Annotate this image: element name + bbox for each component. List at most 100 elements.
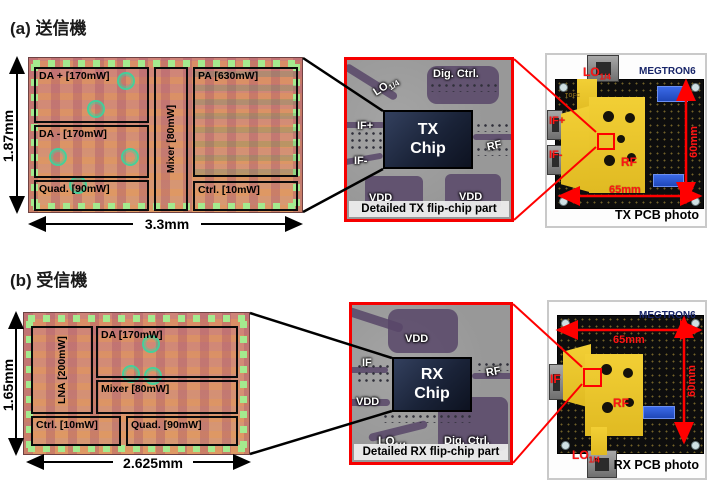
chip-location-box (583, 368, 602, 387)
screw-hole (561, 441, 570, 450)
block-label: Mixer [80mW] (165, 104, 177, 174)
block-label: Mixer [80mW] (101, 383, 170, 395)
if-minus-label: IF- (354, 155, 368, 167)
block-label: PA [630mW] (198, 70, 259, 82)
rf-label: RF (613, 396, 629, 410)
rx-die-photo: LNA [200mW] DA [170mW] Mixer [80mW] Ctrl… (23, 312, 250, 455)
lo-label: LO1/4 (583, 65, 611, 82)
block-mixer: Mixer [80mW] (154, 67, 188, 211)
vdd-left-label: VDD (356, 396, 380, 408)
die-pad-col (240, 319, 247, 448)
gold-hole (627, 153, 636, 162)
block-label: LNA [200mW] (56, 336, 68, 404)
via-dots (476, 361, 510, 371)
width-65mm-label: 65mm (613, 334, 645, 346)
board-marking: TOFC (565, 93, 581, 99)
block-label: DA + [170mW] (39, 70, 110, 82)
tx-die-width-label: 3.3mm (144, 216, 190, 232)
die-pad-row (28, 445, 245, 452)
rx-die-height-label: 1.65mm (0, 358, 16, 412)
inductor-coil (121, 148, 139, 166)
gold-hole (601, 364, 612, 375)
block-quad: Quad. [90mW] (126, 416, 238, 446)
tx-pcb-caption: TX PCB photo (614, 208, 699, 222)
inductor-coil (142, 335, 160, 353)
trimmer-pot (643, 406, 675, 419)
height-60mm-label: 60mm (686, 365, 698, 397)
tx-chip: TX Chip (383, 110, 473, 169)
gold-hole (625, 398, 634, 407)
width-65mm-label: 65mm (609, 184, 641, 196)
pcb-trace (473, 134, 511, 140)
block-label: DA - [170mW] (39, 128, 107, 140)
gold-hole (603, 111, 614, 122)
die-pad-col (26, 319, 33, 448)
block-lna: LNA [200mW] (31, 326, 93, 414)
vdd-top-label: VDD (405, 333, 429, 345)
block-quad: Quad. [90mW] (34, 180, 149, 211)
block-da-minus: DA - [170mW] (34, 125, 149, 178)
die-pad-row (28, 315, 245, 322)
via-dots (475, 122, 509, 132)
via-dots (429, 82, 501, 92)
height-60mm-label: 60mm (688, 126, 700, 158)
rx-chip: RX Chip (392, 357, 472, 412)
block-label: Quad. [90mW] (39, 183, 110, 195)
megtron-label: MEGTRON6 (639, 310, 696, 321)
gold-hole (604, 155, 615, 166)
pcb-trace (472, 373, 510, 379)
tx-flipchip-caption: Detailed TX flip-chip part (349, 201, 509, 217)
gold-hole (602, 402, 613, 413)
screw-hole (691, 197, 700, 206)
block-ctrl: Ctrl. [10mW] (31, 416, 121, 446)
screw-hole (691, 441, 700, 450)
tx-flipchip-photo: TX Chip LO1/4 Dig. Ctrl. IF+ IF- RF VDD … (344, 57, 514, 222)
via-dots (475, 146, 509, 156)
megtron-label: MEGTRON6 (639, 66, 696, 77)
gold-hole (623, 368, 633, 378)
tx-pcb-photo: TOFC LO1/4 MEGTRON6 IF+ IF- RF 65mm 60mm… (545, 53, 707, 228)
vdd-right-label: VDD (459, 191, 483, 203)
inductor-coil (49, 148, 67, 166)
via-dots (349, 130, 383, 152)
gold-hole (617, 135, 625, 143)
block-pa: PA [630mW] (193, 67, 298, 177)
rx-pcb-photo: MEGTRON6 65mm 60mm IF RF LO1/4 RX PCB ph… (547, 300, 707, 480)
rx-die-width-label: 2.625mm (123, 455, 183, 471)
gold-hole (625, 113, 635, 123)
inductor-coil (122, 365, 140, 383)
section-b-title: (b) 受信機 (10, 271, 88, 290)
pcb-trace (347, 122, 385, 128)
screw-hole (559, 197, 568, 206)
die-pad-row (33, 60, 298, 67)
rx-flipchip-caption: Detailed RX flip-chip part (354, 444, 508, 460)
screw-hole (559, 83, 568, 92)
block-label: DA [170mW] (101, 329, 163, 341)
chip-location-box (597, 133, 615, 150)
block-label: Quad. [90mW] (131, 419, 202, 431)
if-label: IF (550, 372, 561, 386)
block-label: Ctrl. [10mW] (198, 184, 260, 196)
block-da: DA [170mW] (96, 326, 238, 378)
rx-pcb-caption: RX PCB photo (613, 458, 699, 472)
block-mixer: Mixer [80mW] (96, 380, 238, 414)
inductor-coil (87, 100, 105, 118)
gold-stem (591, 427, 607, 455)
if-plus-label: IF+ (549, 115, 566, 127)
trimmer-pot (657, 86, 688, 102)
pcb-trace (352, 399, 390, 406)
trimmer-pot (653, 174, 684, 187)
rf-label: RF (485, 364, 502, 380)
block-label: Ctrl. [10mW] (36, 419, 98, 431)
inductor-coil (117, 72, 135, 90)
rx-flipchip-photo: RX Chip VDD IF RF VDD LO1/4 Dig. Ctrl. D… (349, 302, 513, 465)
dig-ctrl-label: Dig. Ctrl. (433, 68, 479, 80)
die-pad-row (33, 203, 298, 210)
gold-rf-area (585, 354, 643, 436)
tx-die-height-label: 1.87mm (0, 109, 16, 163)
if-plus-label: IF+ (357, 120, 374, 132)
block-ctrl: Ctrl. [10mW] (193, 181, 298, 211)
block-da-plus: DA + [170mW] (34, 67, 149, 123)
lo-label: LO1/4 (572, 448, 600, 465)
if-label: IF (362, 357, 372, 369)
